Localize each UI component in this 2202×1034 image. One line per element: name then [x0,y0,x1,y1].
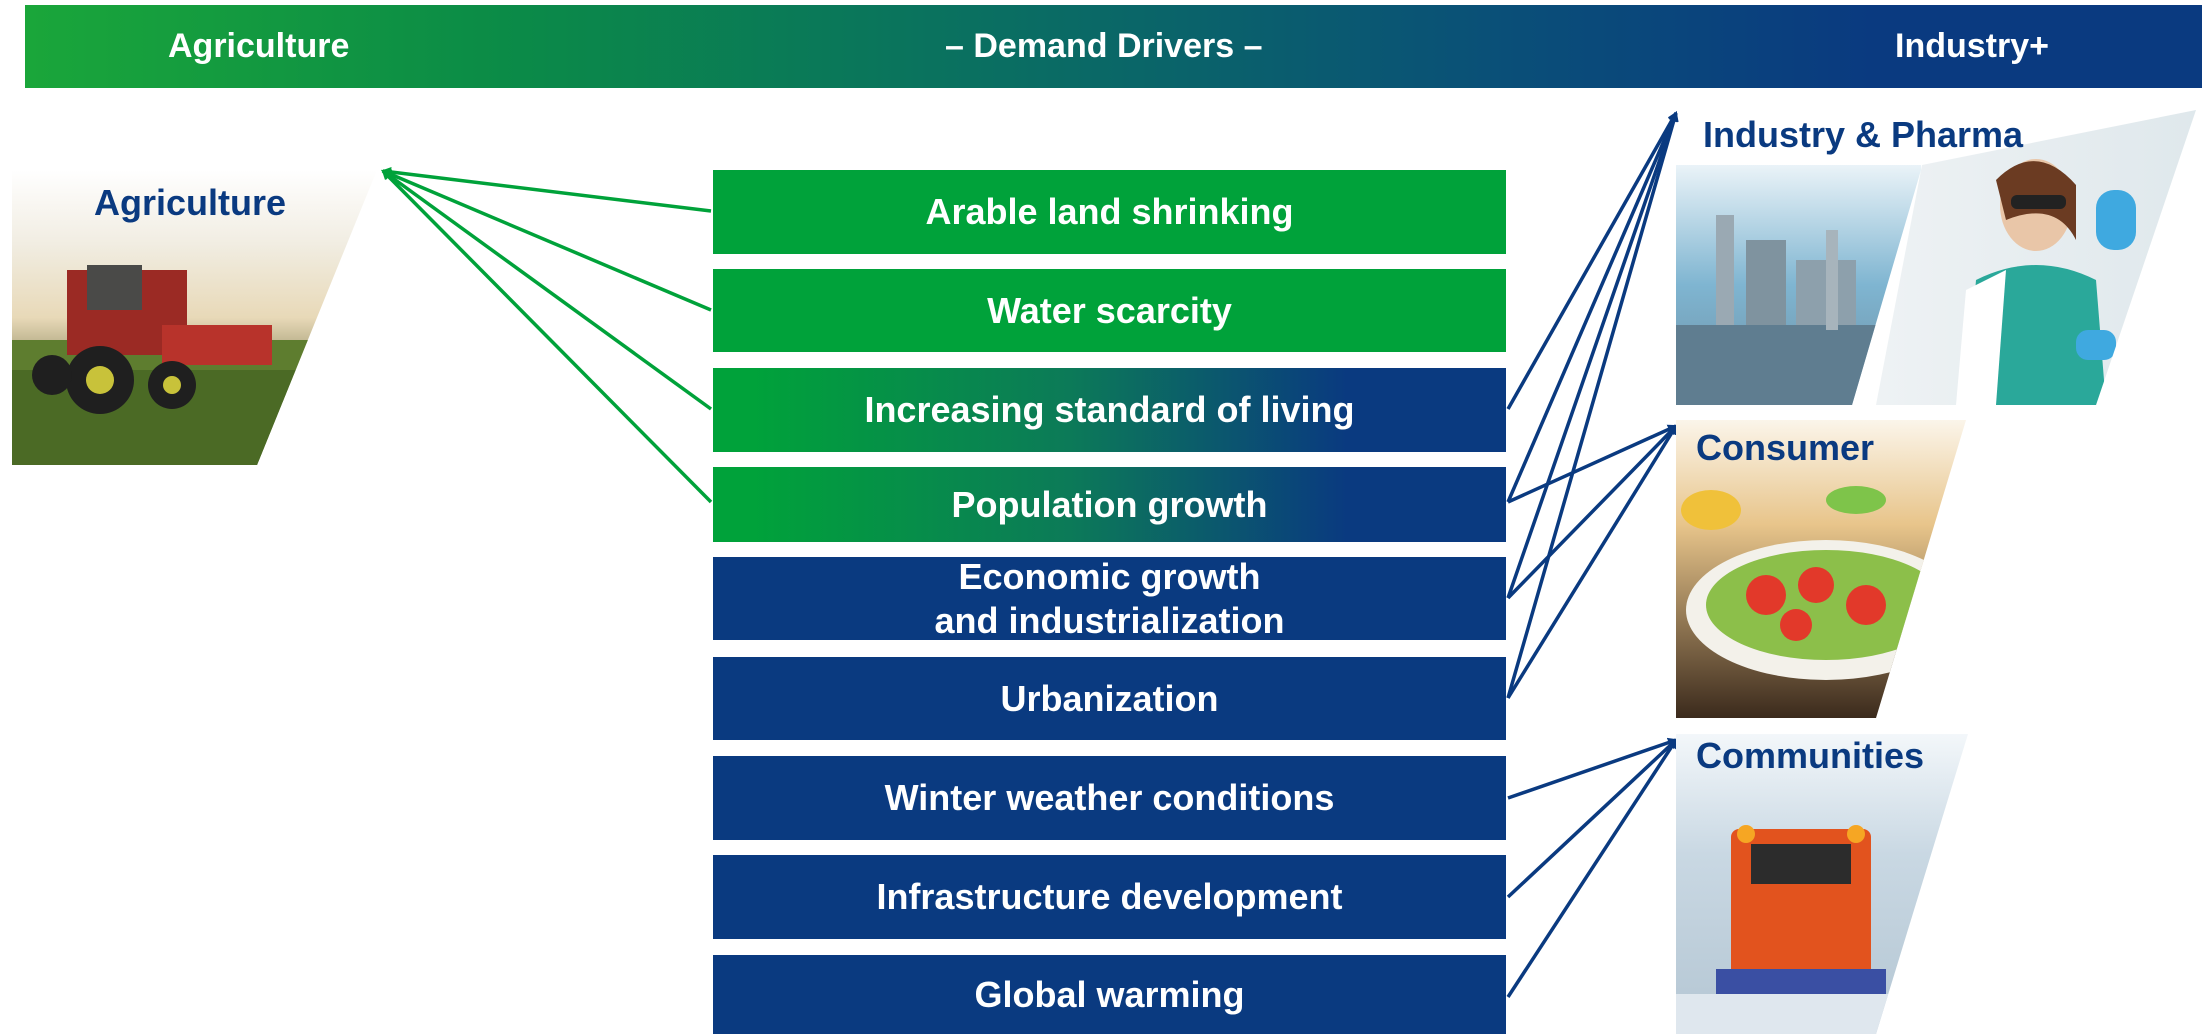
driver-label: Population growth [951,483,1268,525]
segment-agriculture-label: Agriculture [94,182,287,223]
driver-label: Increasing standard of living [864,389,1355,430]
driver-label: Infrastructure development [876,876,1343,917]
driver-global-warming: Global warming [713,955,1506,1034]
connector-population-consumer [1507,424,1678,504]
connector-urbanization-industry [1506,111,1679,699]
lab-scientist-photo [1876,110,2196,405]
header-bar: Agriculture – Demand Drivers – Industry+ [25,5,2202,88]
connector-living-industry [1506,111,1678,410]
segment-consumer-label: Consumer [1696,427,1875,468]
connector-warming-communities [1506,738,1678,998]
industrial-plant-photo [1676,165,1921,405]
connector-winter-communities [1507,737,1678,800]
industry-pharma-images [1676,110,2196,405]
connector-water-agriculture [381,169,712,312]
driver-urbanization: Urbanization [713,657,1506,740]
driver-label: Global warming [974,973,1245,1015]
segment-communities-label: Communities [1696,735,1925,776]
driver-winter-weather: Winter weather conditions [713,756,1506,840]
driver-label-line1: Economic growth [958,555,1261,597]
driver-economic-growth: Economic growth and industrialization [713,555,1506,641]
driver-label: Urbanization [1000,677,1219,719]
connector-population-agriculture [381,169,713,504]
driver-population-growth: Population growth [713,467,1506,542]
connector-arable-agriculture [381,167,712,213]
driver-label: Water scarcity [987,289,1232,331]
salad-photo [1676,420,1966,718]
driver-label: Arable land shrinking [925,191,1294,232]
connector-economic-industry [1506,111,1679,599]
header-demand-drivers-label: – Demand Drivers – [945,27,1263,65]
connector-infrastructure-communities [1506,738,1678,899]
driver-arable-land: Arable land shrinking [713,170,1506,254]
header-industry-label: Industry+ [1895,27,2049,65]
segment-industry-pharma-label: Industry & Pharma [1703,114,2024,155]
tractor-photo [12,170,377,465]
driver-water-scarcity: Water scarcity [713,269,1506,352]
connector-urbanization-consumer [1506,424,1678,699]
driver-standard-of-living: Increasing standard of living [713,368,1506,452]
connector-economic-consumer [1506,424,1678,600]
snow-plow-photo [1676,734,1968,1034]
header-agriculture-label: Agriculture [168,27,350,65]
connector-population-industry [1506,111,1678,503]
driver-label: Winter weather conditions [884,777,1335,818]
driver-label-line2: and industrialization [934,599,1285,641]
connector-living-agriculture [381,169,713,411]
driver-infrastructure: Infrastructure development [713,855,1506,939]
